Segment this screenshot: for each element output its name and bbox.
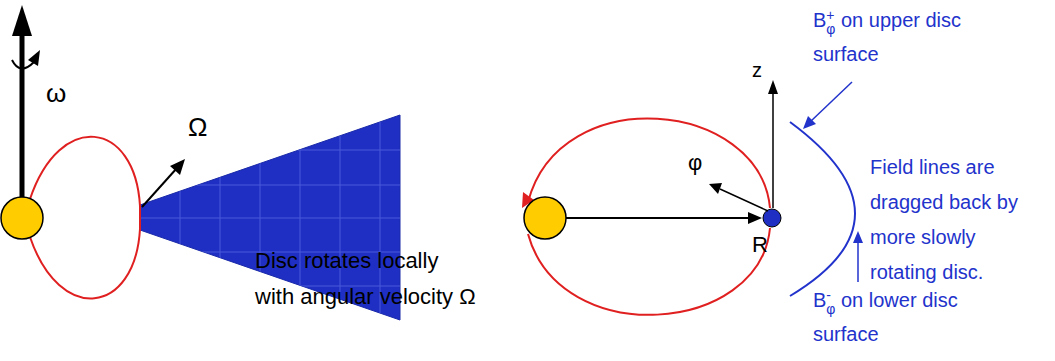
field-symbol: B bbox=[813, 289, 826, 311]
dragged-field-line bbox=[790, 122, 855, 296]
annotation-note: Field lines are dragged back by more slo… bbox=[870, 150, 1030, 290]
index-stack: +φ bbox=[826, 8, 835, 36]
caption-note: Disc rotates locally with angular veloci… bbox=[255, 243, 481, 315]
z-axis bbox=[768, 80, 778, 208]
rotation-axis bbox=[12, 5, 40, 197]
field-description: on lower disc surface bbox=[813, 289, 958, 345]
leader-line bbox=[853, 231, 863, 282]
superscript: - bbox=[826, 288, 835, 302]
axis-label: φ bbox=[688, 150, 702, 176]
field-label: B-φ on lower disc surface bbox=[813, 283, 1018, 351]
axis-label: z bbox=[752, 58, 762, 82]
disc-section bbox=[763, 209, 781, 227]
symbol-label: Ω bbox=[188, 112, 207, 143]
symbol-label: ω bbox=[46, 78, 66, 109]
leader-line bbox=[803, 82, 852, 129]
subscript: φ bbox=[826, 302, 835, 316]
phi-arrow bbox=[709, 183, 768, 211]
field-label: B+φ on upper disc surface bbox=[813, 3, 1018, 71]
field-loop bbox=[30, 137, 140, 299]
omega-arrow bbox=[142, 159, 185, 207]
field-description: on upper disc surface bbox=[813, 9, 961, 65]
field-symbol: B bbox=[813, 9, 826, 31]
star bbox=[1, 197, 43, 239]
superscript: + bbox=[826, 8, 835, 22]
index-stack: -φ bbox=[826, 288, 835, 316]
axis-label: R bbox=[752, 232, 768, 258]
star bbox=[524, 197, 566, 239]
subscript: φ bbox=[826, 22, 835, 36]
radius-arrow bbox=[566, 212, 762, 224]
